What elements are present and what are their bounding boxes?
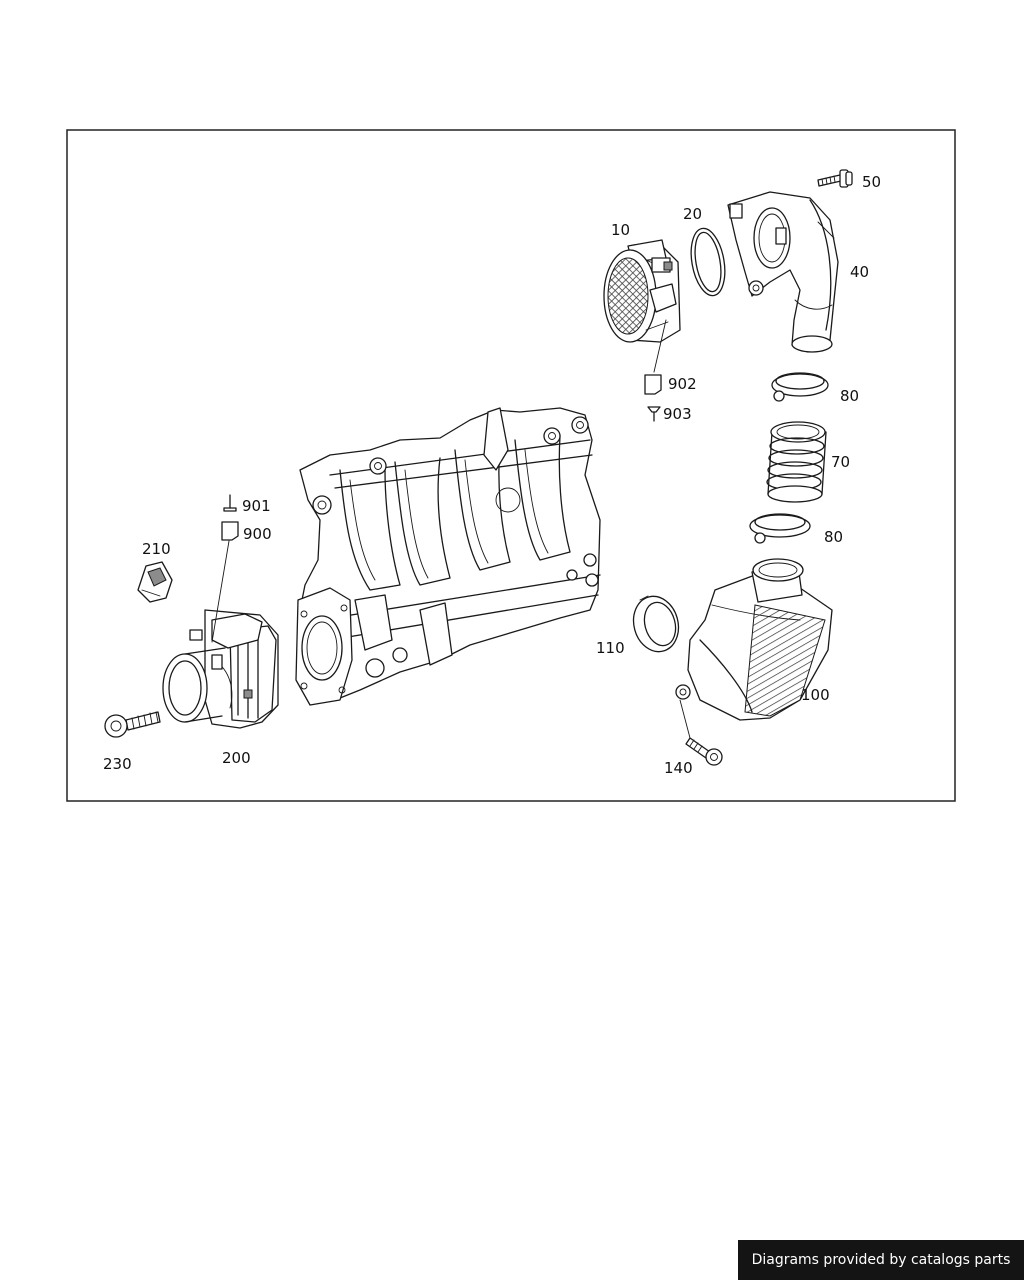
callout-70: 70 bbox=[831, 453, 850, 471]
hose-clamp-lower bbox=[749, 513, 811, 544]
bolt-140 bbox=[685, 737, 723, 766]
callout-80-upper: 80 bbox=[840, 387, 859, 405]
callout-10: 10 bbox=[611, 221, 630, 239]
credit-text: Diagrams provided by catalogs parts bbox=[751, 1252, 1011, 1268]
air-mass-sensor bbox=[603, 239, 681, 343]
throttle-body bbox=[162, 609, 279, 729]
o-ring bbox=[690, 227, 726, 297]
retaining-clip bbox=[137, 561, 173, 603]
intake-elbow bbox=[727, 191, 839, 353]
callout-200: 200 bbox=[222, 749, 251, 767]
rubber-bellows bbox=[766, 421, 827, 503]
callout-110: 110 bbox=[596, 639, 625, 657]
credit-banner: Diagrams provided by catalogs parts bbox=[738, 1240, 1024, 1280]
intake-manifold bbox=[295, 407, 601, 706]
bolt bbox=[817, 169, 853, 188]
callout-20: 20 bbox=[683, 205, 702, 223]
callout-902: 902 bbox=[668, 375, 697, 393]
callout-100: 100 bbox=[801, 686, 830, 704]
air-intake-duct bbox=[675, 558, 833, 721]
leader-lines bbox=[211, 319, 691, 739]
connector-symbol-900 bbox=[221, 521, 239, 541]
connector-symbol-901 bbox=[223, 494, 237, 512]
callout-50: 50 bbox=[862, 173, 881, 191]
callout-140: 140 bbox=[664, 759, 693, 777]
connector-symbol-903 bbox=[647, 406, 661, 422]
hose-clamp-upper bbox=[771, 372, 829, 402]
callout-901: 901 bbox=[242, 497, 271, 515]
callout-labels: 10 20 50 40 902 903 80 70 80 110 100 140… bbox=[103, 173, 881, 777]
connector-symbol-902 bbox=[644, 374, 662, 395]
diagram-frame bbox=[66, 129, 956, 802]
callout-210: 210 bbox=[142, 540, 171, 558]
callout-900: 900 bbox=[243, 525, 272, 543]
screw-230 bbox=[104, 711, 161, 738]
callout-80-lower: 80 bbox=[824, 528, 843, 546]
callout-40: 40 bbox=[850, 263, 869, 281]
callout-903: 903 bbox=[663, 405, 692, 423]
seal-ring bbox=[632, 595, 680, 653]
callout-230: 230 bbox=[103, 755, 132, 773]
